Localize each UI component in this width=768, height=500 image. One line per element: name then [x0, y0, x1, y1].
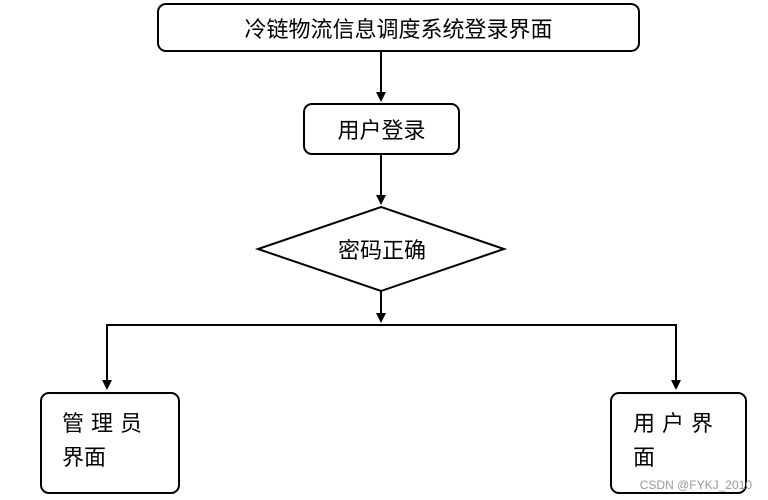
title-node-label: 冷链物流信息调度系统登录界面 — [244, 17, 553, 43]
admin-node-label-line2: 界面 — [62, 446, 107, 471]
user-node-label-line1: 用 户 界 — [633, 412, 713, 437]
login-node: 用户登录 — [303, 103, 460, 155]
watermark: CSDN @FYKJ_2010 — [639, 478, 752, 492]
admin-node-label-line1: 管 理 员 — [62, 412, 142, 437]
user-node-label-line2: 面 — [633, 446, 656, 471]
title-node: 冷链物流信息调度系统登录界面 — [157, 3, 640, 52]
decision-node-label: 密码正确 — [337, 239, 426, 264]
login-node-label: 用户登录 — [337, 119, 426, 144]
admin-node: 管 理 员 界面 — [40, 392, 180, 494]
user-node: 用 户 界 面 — [610, 392, 747, 494]
